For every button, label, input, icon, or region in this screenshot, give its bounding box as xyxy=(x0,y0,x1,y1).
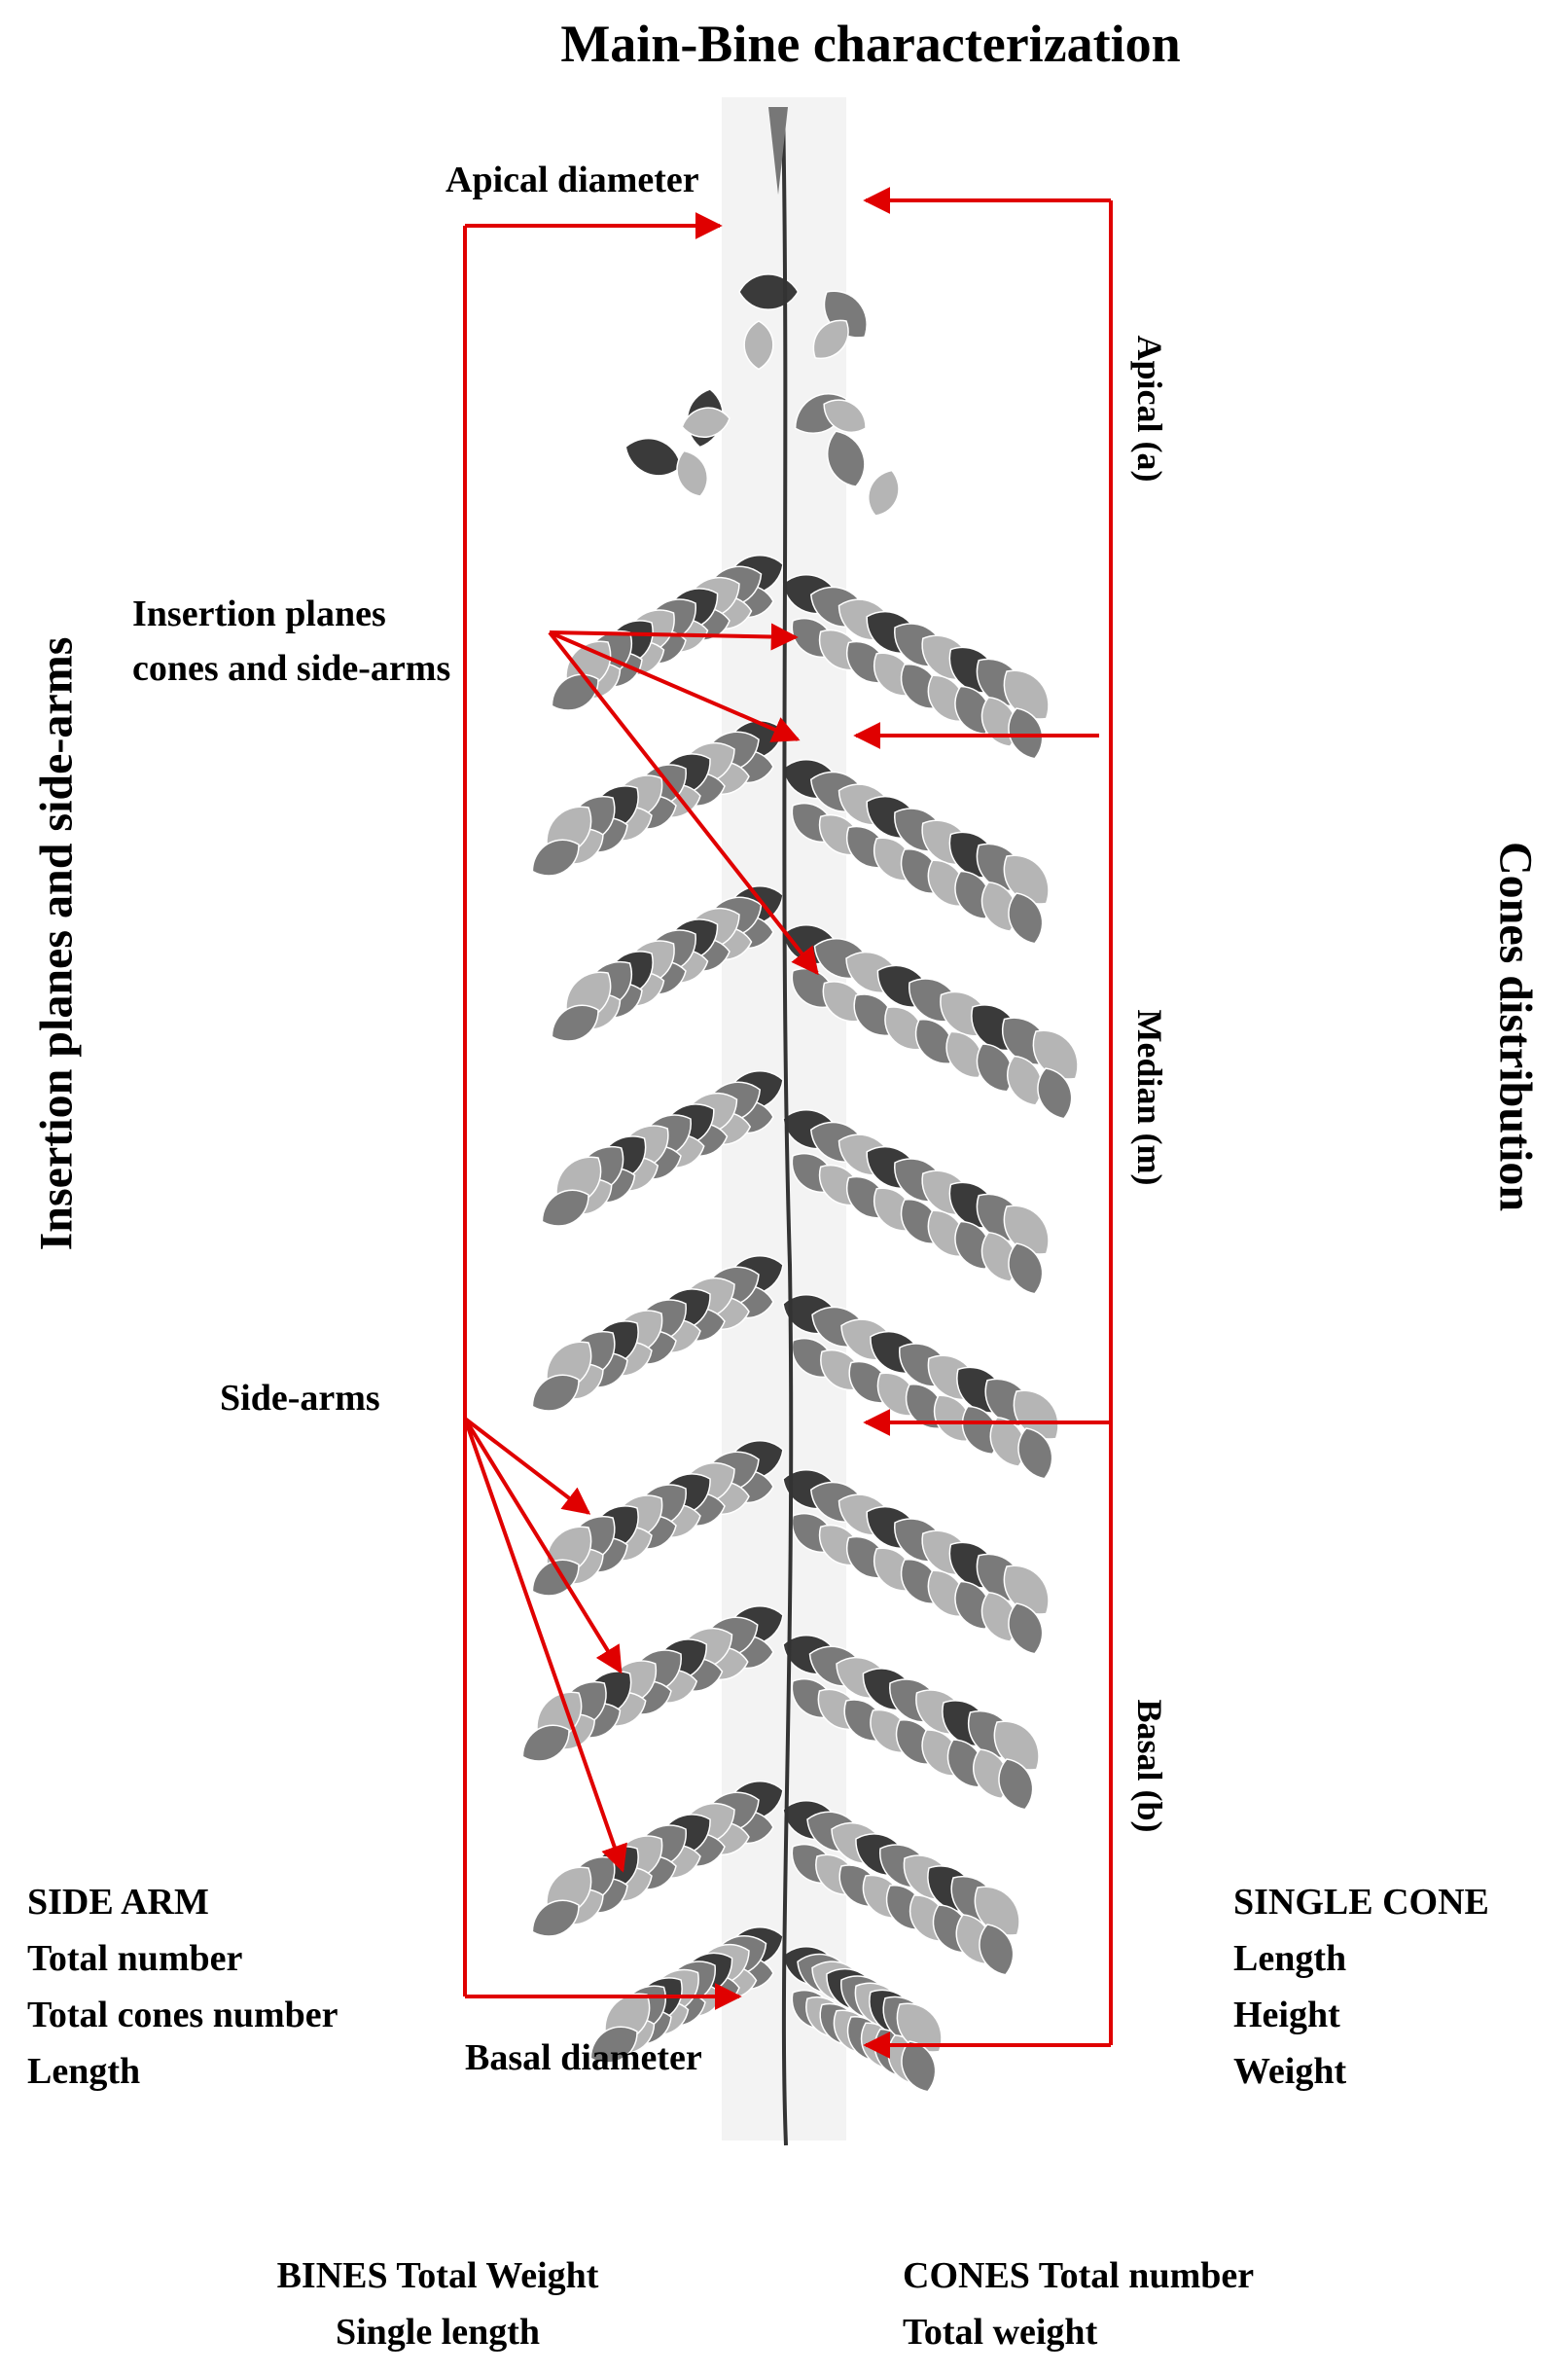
insertion-planes-label-line2: cones and side-arms xyxy=(132,648,451,689)
segment-basal-label: Basal (b) xyxy=(1130,1699,1169,1833)
apical-tip xyxy=(768,107,788,195)
cone-shape xyxy=(551,1004,599,1042)
insertion-arrow-1 xyxy=(549,623,799,651)
segment-median-label: Median (m) xyxy=(1130,1009,1169,1186)
cone-shape xyxy=(954,870,991,920)
cone-shape xyxy=(980,1231,1017,1282)
segment-apical-label: Apical (a) xyxy=(1130,335,1169,483)
cone-shape xyxy=(1008,707,1044,760)
cone-shape xyxy=(1008,892,1044,945)
cone-shape xyxy=(979,1924,1015,1976)
side-arm-arrow-1 xyxy=(463,1417,591,1515)
basal-diameter-label: Basal diameter xyxy=(465,2037,702,2078)
side-arm-block-line: Length xyxy=(27,2051,141,2092)
single-cone-block-line: Weight xyxy=(1233,2051,1347,2092)
single-cone-block: SINGLE CONE Length Height Weight xyxy=(1233,1874,1489,2100)
insertion-arrow-3 xyxy=(548,630,819,976)
cone-shape xyxy=(961,1405,999,1456)
apical-diameter-label: Apical diameter xyxy=(445,160,699,200)
cone-shape xyxy=(1032,1029,1079,1080)
cone-shape xyxy=(551,673,599,711)
side-arm-block: SIDE ARM Total number Total cones number… xyxy=(27,1874,339,2100)
cones-block-line: CONES Total number xyxy=(903,2255,1255,2296)
cone-shape xyxy=(1008,1242,1044,1295)
right-vertical-label: Cones distribution xyxy=(1489,841,1542,1212)
apical-leaf xyxy=(681,407,731,438)
cone-shape xyxy=(1013,1389,1059,1440)
cone-shape xyxy=(933,1394,972,1443)
insertion-planes-label-line1: Insertion planes xyxy=(132,594,386,634)
hop-plant-illustration xyxy=(521,273,1079,2093)
bines-block: BINES Total Weight Single length xyxy=(214,2248,661,2360)
main-stem xyxy=(781,106,794,2146)
cone-shape xyxy=(901,2040,937,2093)
cone-shape xyxy=(914,1019,954,1064)
cone-shape xyxy=(1003,1565,1050,1615)
cone-shape xyxy=(980,881,1017,932)
side-arm-block-line: Total cones number xyxy=(27,1995,339,2035)
cone-shape xyxy=(974,1886,1020,1936)
single-cone-block-line: Height xyxy=(1233,1995,1340,2035)
cone-shape xyxy=(954,1580,991,1631)
cone-shape xyxy=(1007,1055,1043,1106)
cone-shape xyxy=(1008,1602,1044,1655)
cone-shape xyxy=(1003,669,1050,720)
cone-shape xyxy=(998,1758,1034,1811)
side-arm-arrow-2 xyxy=(463,1417,623,1674)
apical-leaf xyxy=(743,320,774,371)
apical-leaf xyxy=(676,450,709,497)
cone-shape xyxy=(993,1720,1040,1771)
cone-shape xyxy=(589,2026,638,2064)
apical-leaf xyxy=(823,399,867,434)
cones-block-line: Total weight xyxy=(903,2312,1098,2353)
left-vertical-label: Insertion planes and side-arms xyxy=(30,636,83,1251)
cone-shape xyxy=(1003,854,1050,905)
apical-leaf xyxy=(812,319,849,360)
cone-shape xyxy=(1037,1067,1073,1120)
side-arm-block-line: SIDE ARM xyxy=(27,1882,209,1923)
red-arrows xyxy=(463,187,1113,2059)
cone-shape xyxy=(541,1189,589,1227)
cone-shape xyxy=(976,1043,1014,1093)
bines-block-line: Single length xyxy=(335,2312,541,2353)
cone-shape xyxy=(1017,1427,1053,1480)
cone-shape xyxy=(980,1591,1017,1642)
apical-leaf xyxy=(827,430,866,487)
single-cone-block-line: SINGLE CONE xyxy=(1233,1882,1489,1923)
insertion-arrow-2 xyxy=(549,630,801,742)
apical-leaf xyxy=(624,438,682,477)
cone-shape xyxy=(896,2002,943,2053)
cone-shape xyxy=(989,1416,1026,1467)
cone-shape xyxy=(945,1030,983,1079)
side-arms-label: Side-arms xyxy=(220,1378,380,1419)
cone-shape xyxy=(531,839,580,877)
cone-shape xyxy=(1003,1205,1050,1255)
side-arm-arrow-3 xyxy=(463,1418,627,1873)
diagram-title: Main-Bine characterization xyxy=(560,15,1181,73)
cone-shape xyxy=(521,1724,570,1762)
side-arm-block-line: Total number xyxy=(27,1938,243,1979)
cones-block: CONES Total number Total weight xyxy=(903,2248,1254,2360)
cone-shape xyxy=(531,1374,580,1412)
bines-block-line: BINES Total Weight xyxy=(276,2255,599,2296)
single-cone-block-line: Length xyxy=(1233,1938,1347,1979)
cone-shape xyxy=(531,1899,580,1937)
apical-leaf xyxy=(867,469,900,517)
cone-shape xyxy=(954,1220,991,1271)
